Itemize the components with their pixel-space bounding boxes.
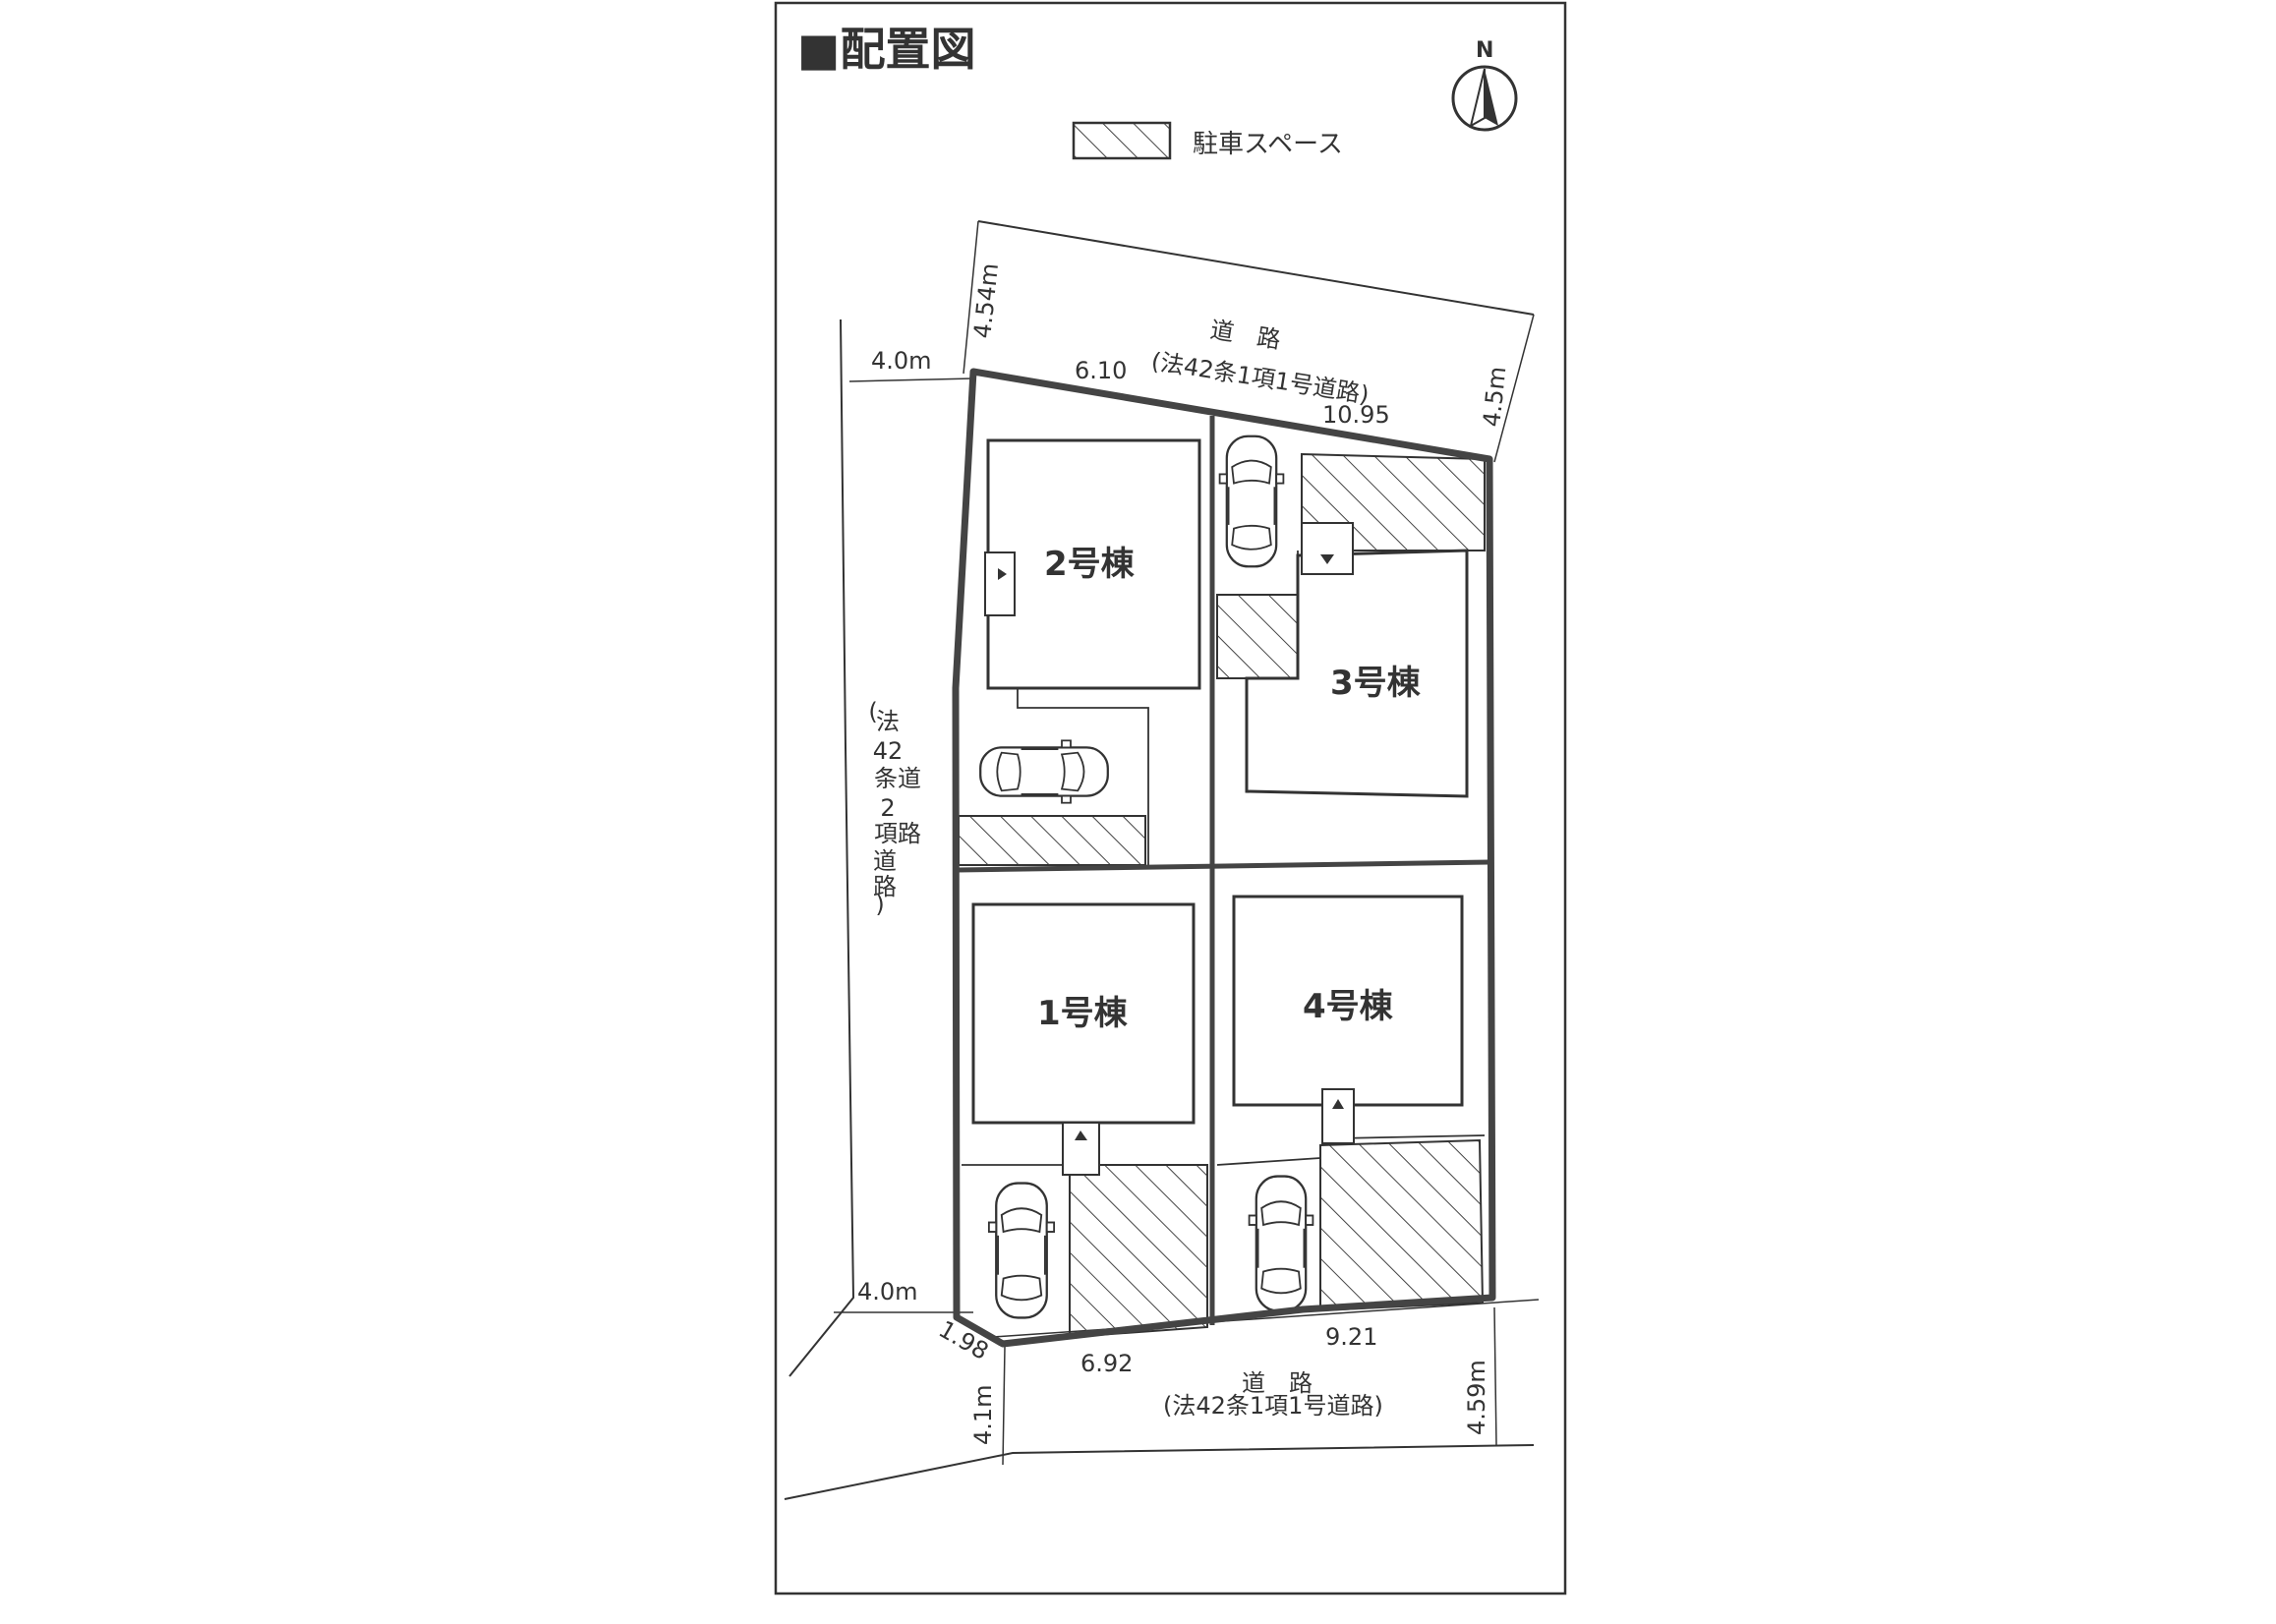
sw-road-width: 4.1m [969, 1384, 997, 1445]
w-road-width-bottom: 4.0m [857, 1278, 918, 1305]
svg-text:): ) [875, 891, 884, 918]
page-title: ■配置図 [797, 23, 975, 76]
svg-text:42: 42 [873, 737, 904, 765]
north-label: N [1476, 38, 1493, 63]
entrance-unit1 [1062, 1122, 1100, 1176]
unit2-label: 2号棟 [1044, 545, 1136, 584]
svg-text:項路: 項路 [874, 820, 921, 847]
building-unit2 [984, 438, 1201, 690]
top-edge-right: 10.95 [1322, 401, 1390, 429]
svg-text:道: 道 [873, 847, 897, 875]
building-unit3 [1245, 522, 1469, 798]
north-road-edge [977, 220, 1535, 316]
legend-swatch [1072, 121, 1172, 160]
svg-text:法: 法 [876, 708, 900, 735]
se-road-width: 4.59m [1463, 1360, 1490, 1435]
w-road-dimension-top [848, 377, 974, 382]
west-road-name: ( 法 42 条道 2 項路 道 路 ) [868, 698, 921, 918]
se-road-dimension-line [1493, 1306, 1497, 1446]
north-arrow-icon [1451, 65, 1518, 132]
unit3-label: 3号棟 [1330, 664, 1422, 703]
site-boundary [952, 368, 1496, 1348]
page-frame [774, 1, 1567, 1595]
parking-space-unit4 [1319, 1138, 1485, 1312]
car-icon-unit2 [979, 739, 1109, 804]
north-road-name: 道 路 [1208, 316, 1282, 354]
building-unit4 [1232, 895, 1464, 1144]
svg-text:(: ( [868, 698, 877, 725]
north-road-note: (法42条1項1号道路) [1149, 347, 1371, 409]
car-icon-unit1 [987, 1182, 1056, 1319]
entrance-unit2 [984, 551, 1016, 616]
ne-road-width: 4.5m [1478, 365, 1511, 428]
unit4-label: 4号棟 [1303, 987, 1394, 1026]
west-road-edge [788, 319, 855, 1377]
entrance-arrow-icon [1332, 1099, 1344, 1109]
entrance-arrow-icon [998, 568, 1007, 580]
parking-space-unit1 [1069, 1164, 1208, 1339]
entrance-unit4 [1321, 1088, 1355, 1144]
south-road-edge [784, 1444, 1535, 1500]
legend-label: 駐車スペース [1193, 130, 1343, 159]
w-road-width-top: 4.0m [871, 347, 932, 375]
svg-text:条道: 条道 [874, 765, 921, 792]
entrance-arrow-icon [1075, 1131, 1087, 1140]
ne-road-dimension-line [1493, 314, 1535, 463]
south-road-note: (法42条1項1号道路) [1163, 1392, 1383, 1420]
svg-text:路: 路 [873, 873, 897, 900]
bottom-edge-right: 9.21 [1325, 1323, 1377, 1351]
car-icon-unit3 [1218, 435, 1285, 568]
car-icon-unit4 [1248, 1175, 1314, 1312]
south-road-name: 道 路 [1242, 1369, 1313, 1397]
lot-line-horizontal [956, 859, 1490, 873]
svg-text:2: 2 [880, 794, 895, 822]
entrance-unit3 [1301, 522, 1354, 575]
bottom-edge-left: 6.92 [1080, 1350, 1133, 1377]
parking-space-unit2 [958, 815, 1146, 866]
unit1-label: 1号棟 [1037, 994, 1129, 1033]
parking-space-unit3-b [1216, 594, 1299, 679]
building-unit1 [971, 902, 1196, 1176]
entrance-arrow-icon [1320, 554, 1334, 564]
nw-road-dimension-line [963, 220, 979, 375]
sw-road-dimension-line [1002, 1346, 1006, 1466]
top-edge-left: 6.10 [1075, 357, 1127, 384]
